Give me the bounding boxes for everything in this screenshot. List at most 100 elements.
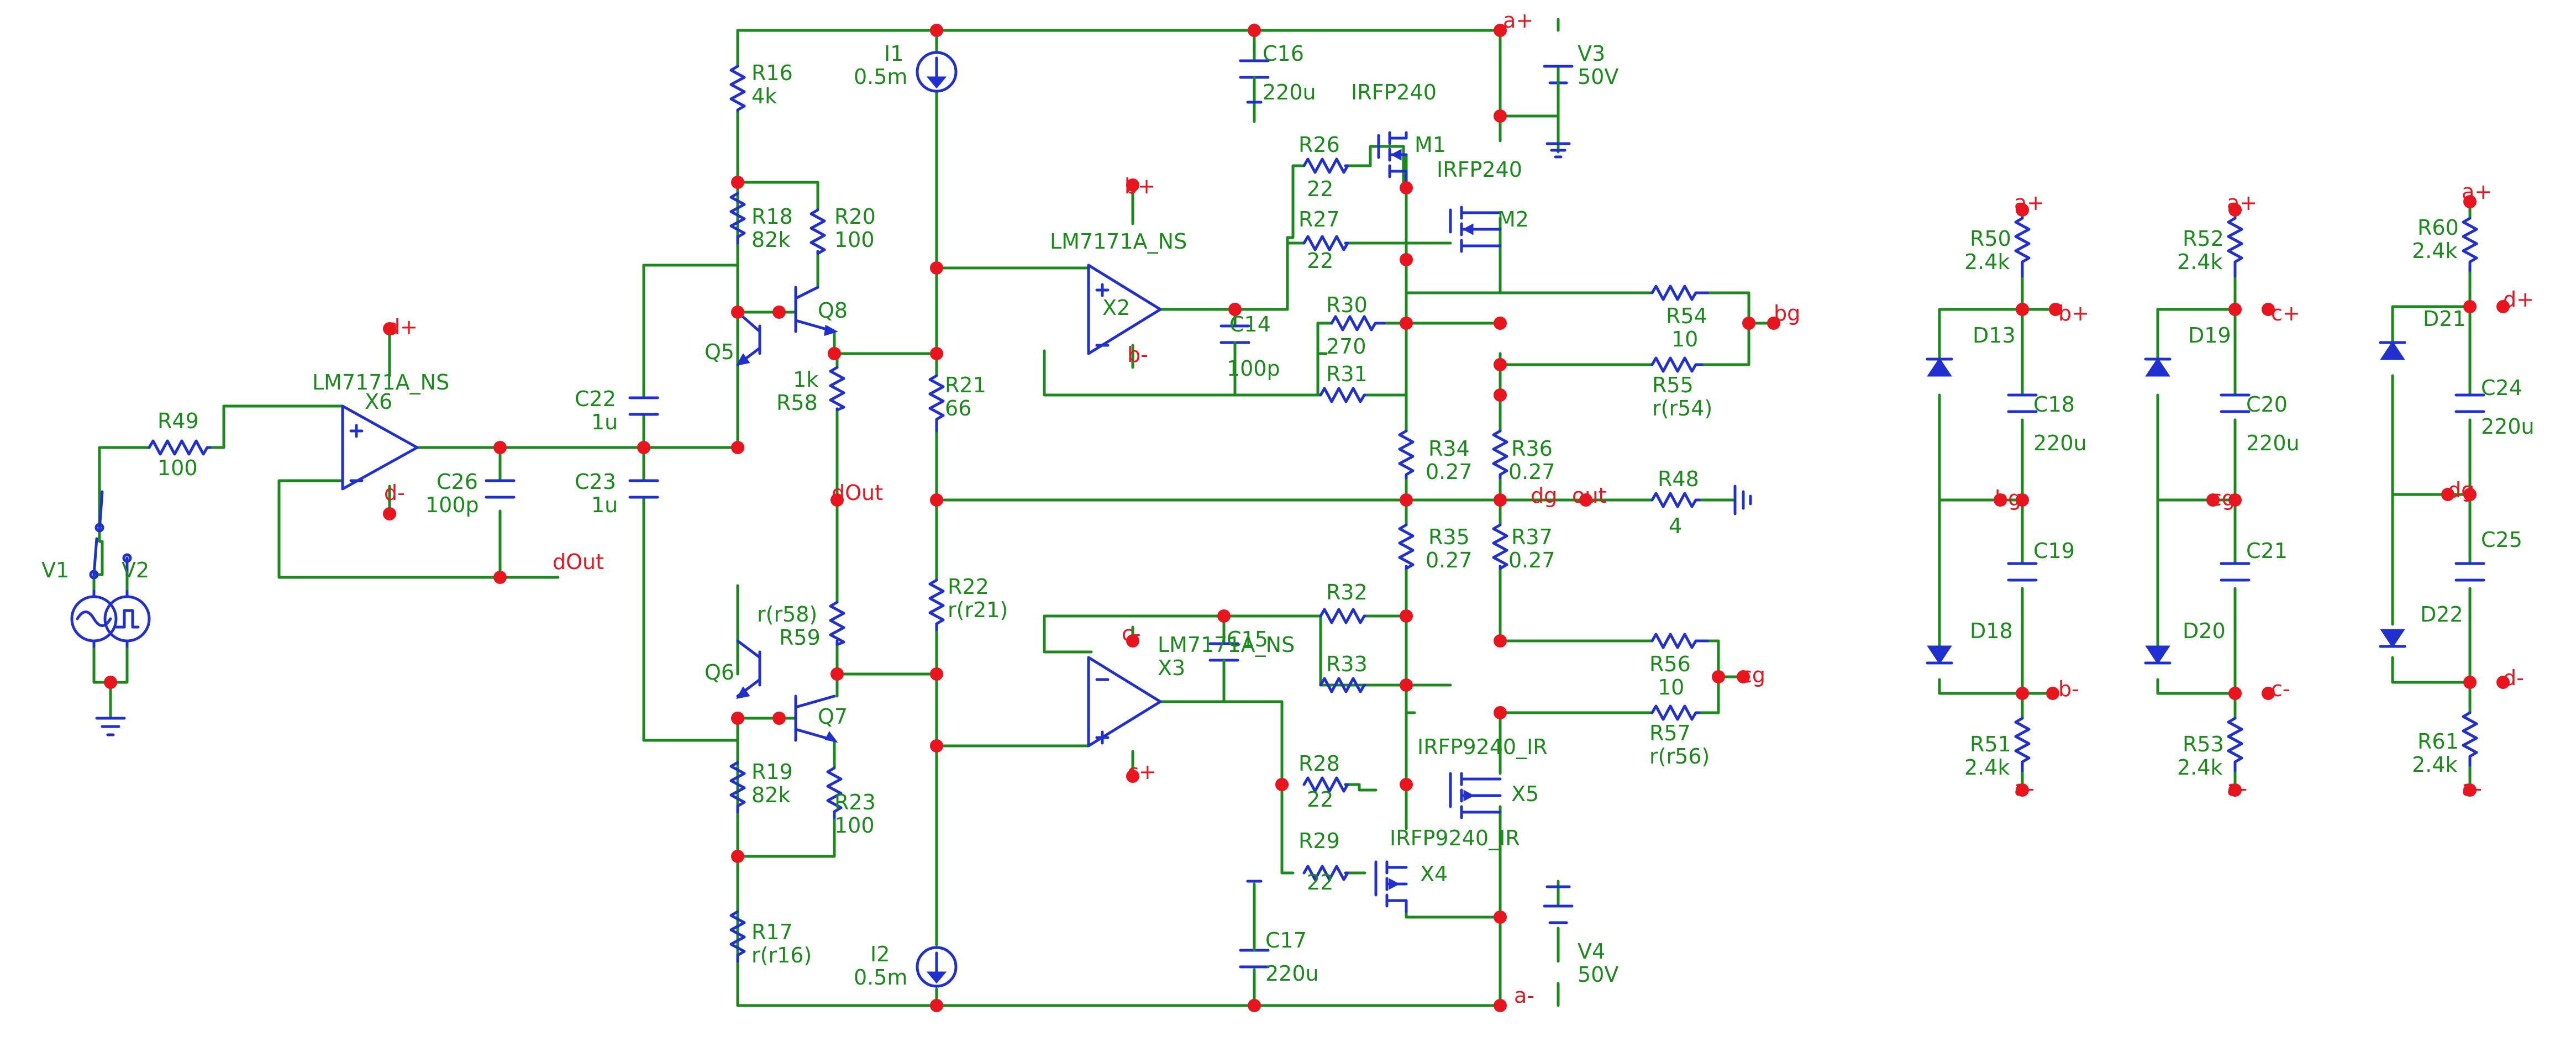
net-label: d+ xyxy=(2503,287,2534,312)
resistor-symbol-r23 xyxy=(826,766,843,819)
resistor-symbol-r31 xyxy=(1319,387,1366,403)
capacitor-symbol-c19 xyxy=(2007,562,2038,582)
junction-dot xyxy=(1494,24,1507,37)
junction-dot xyxy=(2262,687,2275,700)
mosfet-x5 xyxy=(1449,772,1502,819)
junction-dot xyxy=(1275,778,1289,791)
junction-dot xyxy=(2262,303,2275,316)
junction-dot xyxy=(1248,24,1261,37)
resistor-symbol-r61 xyxy=(2462,711,2478,767)
junction-dot xyxy=(1400,778,1413,791)
diode-d19 xyxy=(2144,357,2172,377)
opamp-x2 xyxy=(1087,264,1162,355)
junction-dot xyxy=(1579,493,1592,507)
junction-dot xyxy=(2463,676,2477,689)
junction-dot xyxy=(2228,303,2242,316)
switch-icon xyxy=(89,490,132,580)
junction-dot xyxy=(731,176,744,189)
load-terminal-icon xyxy=(1733,485,1752,515)
resistor-symbol-r27 xyxy=(1302,235,1349,251)
battery-symbol-v4 xyxy=(1543,885,1574,924)
junction-dot xyxy=(2228,687,2242,700)
net-label: b- xyxy=(1127,343,1148,367)
junction-dot xyxy=(828,347,841,360)
part-label: C19 xyxy=(2033,539,2075,563)
current-source-i1 xyxy=(916,51,958,93)
part-label: C15 xyxy=(1227,627,1268,651)
junction-dot xyxy=(930,493,943,507)
junctions xyxy=(104,24,2510,1012)
junction-dot xyxy=(1400,317,1413,330)
junction-dot xyxy=(2463,783,2477,797)
capacitor-symbol-c24 xyxy=(2454,393,2485,413)
junction-dot xyxy=(1767,317,1780,330)
net-label: b+ xyxy=(1124,174,1155,198)
net-label: a+ xyxy=(2227,191,2257,215)
net-label: a+ xyxy=(2014,191,2044,215)
sine-source-icon xyxy=(70,590,118,648)
junction-dot xyxy=(830,493,844,507)
part-label: D19 xyxy=(2188,323,2231,348)
resistor-symbol-r59 xyxy=(829,601,845,646)
net-label: out xyxy=(1572,483,1606,508)
junction-dot xyxy=(731,441,744,454)
junction-dot xyxy=(1494,634,1507,648)
part-label: V2 xyxy=(122,558,149,582)
junction-dot xyxy=(2016,687,2029,700)
junction-dot xyxy=(930,24,943,37)
net-label: dg xyxy=(2448,478,2474,502)
part-label: r(r58)R59 xyxy=(757,602,821,650)
junction-dot xyxy=(731,850,744,863)
part-label: Q8 xyxy=(818,298,848,323)
junction-dot xyxy=(493,441,507,454)
capacitor-symbol-c25 xyxy=(2454,562,2485,582)
junction-dot xyxy=(1400,678,1413,692)
net-label: cg xyxy=(1741,663,1765,687)
junction-dot xyxy=(2228,493,2242,507)
part-label: C25 xyxy=(2481,528,2522,552)
net-label: c- xyxy=(2271,677,2290,701)
junction-dot xyxy=(2228,203,2242,217)
part-label: R32 xyxy=(1326,580,1368,604)
junction-dot xyxy=(731,306,744,319)
net-label: d+ xyxy=(387,315,418,339)
junction-dot xyxy=(772,306,786,319)
current-source-i2 xyxy=(916,946,958,988)
net-label: d- xyxy=(2503,666,2524,690)
junction-dot xyxy=(930,667,943,681)
capacitor-symbol-c17 xyxy=(1239,915,1270,969)
ground-icon xyxy=(95,717,126,736)
junction-dot xyxy=(104,676,117,689)
net-label: c- xyxy=(1122,622,1141,646)
junction-dot xyxy=(1228,303,1242,316)
part-label: D20 xyxy=(2183,619,2226,643)
junction-dot xyxy=(772,712,786,725)
junction-dot xyxy=(2463,300,2477,313)
junction-dot xyxy=(1494,109,1507,123)
part-label: R33 xyxy=(1326,652,1368,676)
junction-dot xyxy=(1217,609,1231,623)
junction-dot xyxy=(2496,300,2510,313)
net-label: c+ xyxy=(2271,301,2300,325)
junction-dot xyxy=(1126,634,1139,648)
diode-d20 xyxy=(2144,645,2172,665)
